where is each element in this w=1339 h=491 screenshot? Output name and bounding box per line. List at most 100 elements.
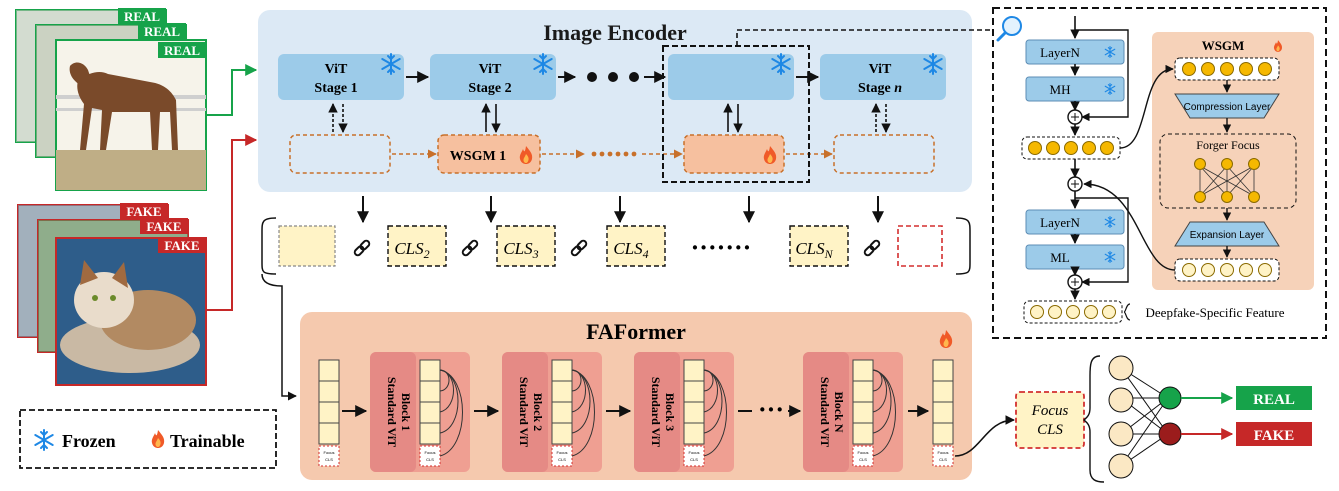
wsgm-empty-1 — [289, 134, 391, 174]
block-ellipsis: ··· — [758, 395, 784, 424]
token-column-output: Focus CLS — [932, 359, 954, 467]
neuron — [1108, 421, 1134, 447]
vit-block-n: Standard ViT Block N Focus CLS — [803, 352, 903, 472]
link-icon — [569, 238, 589, 258]
link-icon — [352, 238, 372, 258]
forger-focus-box — [1159, 133, 1297, 209]
cls-ellipsis: ······· — [691, 233, 752, 262]
svg-text:Block 1: Block 1 — [399, 393, 413, 431]
real-tag-3 — [158, 42, 206, 58]
real-output-neuron — [1158, 386, 1182, 410]
svg-text:CLS: CLS — [859, 457, 867, 462]
vit-stage-2 — [430, 54, 556, 100]
encoder-title: Image Encoder — [543, 20, 687, 45]
wsgm-title: WSGM — [1202, 38, 1245, 53]
svg-text:Focus: Focus — [689, 450, 700, 455]
vit-stage-1 — [278, 54, 404, 100]
dot — [608, 72, 618, 82]
cls-token-2 — [387, 225, 447, 267]
cls-token-4-label: CLS4 — [613, 239, 648, 261]
vit-block-1: Standard ViT Block 1 Focus CLS — [370, 352, 470, 472]
fake-input-arrow — [206, 134, 258, 311]
real-label-3: REAL — [164, 43, 200, 58]
layernorm-label-1: LayerN — [1040, 45, 1080, 60]
fake-image-stack: FAKE FAKE FAKE — [17, 203, 207, 386]
dot — [587, 72, 597, 82]
cls-token-row: CLS2 CLS3 CLS4 ······· CLSN — [261, 196, 971, 401]
vit-stage-1-line1: ViT — [325, 62, 348, 77]
link-icon — [862, 238, 882, 258]
fake-result-label: FAKE — [1254, 428, 1295, 444]
vit-stage-2-line2: Stage 2 — [468, 81, 511, 96]
svg-text:CLS: CLS — [426, 457, 434, 462]
legend-frozen: Frozen — [62, 431, 116, 451]
focus-cls-token — [1015, 391, 1085, 449]
cls-token-3-label: CLS3 — [503, 239, 538, 261]
fake-output-neuron — [1158, 422, 1182, 446]
cls-token-1 — [278, 225, 336, 267]
token-column-input: Focus CLS — [318, 359, 340, 467]
ml-label: ML — [1050, 250, 1070, 265]
real-tag-1 — [118, 8, 166, 24]
real-tag-2 — [138, 23, 186, 39]
neuron — [1108, 453, 1134, 479]
real-image-stack: REAL REAL REAL — [15, 8, 207, 191]
layernorm-label-2: LayerN — [1040, 215, 1080, 230]
focus-cls-line1: Focus — [1031, 403, 1069, 419]
zoom-highlight-box — [662, 45, 810, 183]
expansion-layer — [1174, 221, 1280, 247]
forger-focus-label: Forger Focus — [1196, 138, 1260, 152]
svg-text:Block N: Block N — [832, 391, 846, 432]
cls-token-2-label: CLS2 — [394, 239, 429, 261]
svg-text:CLS: CLS — [939, 457, 947, 462]
svg-text:Focus: Focus — [938, 450, 949, 455]
real-result-label: REAL — [1253, 392, 1295, 408]
fake-label-1: FAKE — [126, 204, 161, 219]
svg-text:Standard ViT: Standard ViT — [517, 377, 531, 447]
vit-stage-n-line2: Stage n — [858, 81, 902, 96]
real-result — [1236, 386, 1312, 410]
wsgm-1 — [437, 134, 541, 174]
faformer: FAFormer Focus CLS Standard ViT Block 1 … — [300, 312, 1015, 480]
feature-caption: Deepfake-Specific Feature — [1146, 305, 1285, 320]
svg-text:CLS: CLS — [690, 457, 698, 462]
cls-token-n — [789, 225, 849, 267]
wsgm-1-label: WSGM 1 — [450, 149, 506, 164]
compression-layer — [1174, 93, 1280, 119]
fake-label-3: FAKE — [164, 238, 199, 253]
image-encoder: Image Encoder ViT Stage 1 ViT Stage 2 Vi… — [258, 10, 1000, 192]
svg-text:CLS: CLS — [325, 457, 333, 462]
svg-text:CLS: CLS — [558, 457, 566, 462]
svg-text:Focus: Focus — [425, 450, 436, 455]
fake-label-2: FAKE — [146, 219, 181, 234]
wsgm-detail-panel: LayerN MH LayerN ML — [992, 7, 1327, 339]
svg-text:Block 3: Block 3 — [663, 393, 677, 431]
vit-block-2: Standard ViT Block 2 Focus CLS — [502, 352, 602, 472]
faformer-title: FAFormer — [586, 319, 686, 344]
cls-token-4 — [606, 225, 666, 267]
dot — [629, 72, 639, 82]
svg-text:Standard ViT: Standard ViT — [385, 377, 399, 447]
compression-label: Compression Layer — [1184, 102, 1271, 113]
svg-text:Standard ViT: Standard ViT — [649, 377, 663, 447]
vit-block-3: Standard ViT Block 3 Focus CLS — [634, 352, 734, 472]
svg-text:Focus: Focus — [858, 450, 869, 455]
expansion-label: Expansion Layer — [1190, 230, 1265, 241]
wsgm-mid — [683, 134, 785, 174]
fake-tag-3 — [158, 237, 206, 253]
wsgm-empty-n — [833, 134, 935, 174]
vit-stage-n-line1: ViT — [869, 62, 892, 77]
fake-tag-2 — [140, 218, 188, 234]
vit-stage-n — [820, 54, 946, 100]
focus-cls-line2: CLS — [1037, 422, 1063, 438]
real-input-arrow — [206, 64, 258, 116]
real-label-2: REAL — [144, 24, 180, 39]
focus-cls-slot — [897, 225, 943, 267]
cls-token-n-label: CLSN — [795, 239, 833, 261]
vit-stage-2-line1: ViT — [479, 62, 502, 77]
cls-token-3 — [496, 225, 556, 267]
svg-text:Block 2: Block 2 — [531, 393, 545, 431]
svg-text:Focus: Focus — [557, 450, 568, 455]
